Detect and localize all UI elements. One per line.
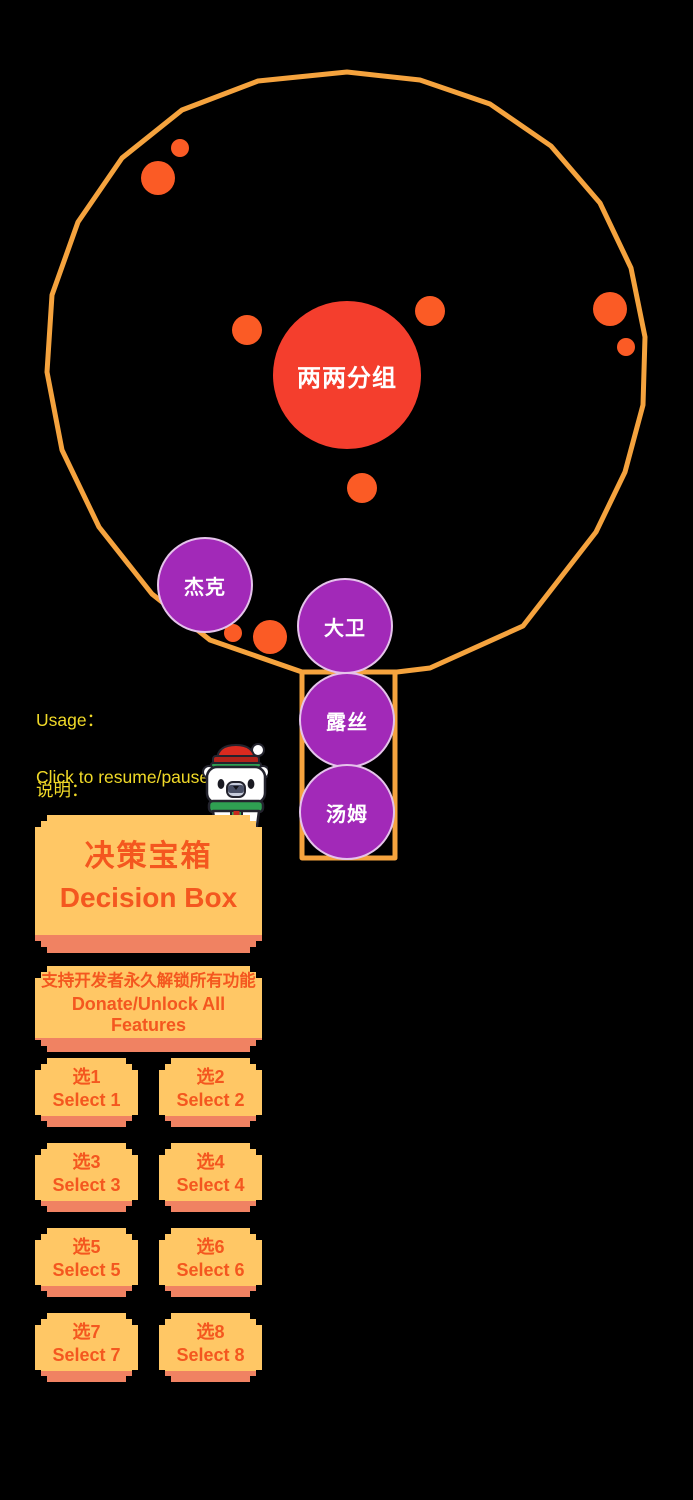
wheel-dot <box>224 624 242 642</box>
select-8-button[interactable]: 选8 Select 8 <box>159 1313 262 1382</box>
decision-box-title-en: Decision Box <box>59 881 238 913</box>
wheel-dot <box>617 338 635 356</box>
donate-label-en: Donate/Unlock All Features <box>71 994 226 1035</box>
select-2-button[interactable]: 选2 Select 2 <box>159 1058 262 1127</box>
member-label: 汤姆 <box>326 803 368 826</box>
select-7-label-en: Select 7 <box>52 1344 121 1365</box>
usage-title: Usage： <box>36 710 105 730</box>
select-2-label-en: Select 2 <box>176 1089 245 1110</box>
select-8-label-zh: 选8 <box>196 1321 225 1342</box>
member-bubble-tom: 汤姆 <box>299 764 395 860</box>
select-5-button[interactable]: 选5 Select 5 <box>35 1228 138 1297</box>
select-3-label-en: Select 3 <box>52 1174 121 1195</box>
wheel-dot <box>253 620 287 654</box>
wheel-center-label: 两两分组 <box>297 364 397 392</box>
select-4-label-zh: 选4 <box>196 1151 225 1172</box>
wheel-dot <box>347 473 377 503</box>
select-4-button[interactable]: 选4 Select 4 <box>159 1143 262 1212</box>
member-label: 露丝 <box>326 711 368 734</box>
wheel-dot <box>141 161 175 195</box>
select-8-label-en: Select 8 <box>176 1344 245 1365</box>
wheel-graphics <box>44 69 648 861</box>
wheel-dot <box>171 139 189 157</box>
select-5-label-en: Select 5 <box>52 1259 121 1280</box>
wheel-dots <box>141 139 635 654</box>
spinner-playfield[interactable]: 两两分组 杰克 大卫 露丝 汤姆 <box>0 0 693 880</box>
wheel-center-bubble: 两两分组 <box>273 301 421 449</box>
decision-box-title-zh: 决策宝箱 <box>84 840 213 874</box>
member-bubble-rose: 露丝 <box>299 672 395 768</box>
select-2-label-zh: 选2 <box>196 1066 225 1087</box>
donate-label-zh: 支持开发者永久解锁所有功能 <box>41 972 256 991</box>
member-label: 大卫 <box>324 617 366 640</box>
select-6-button[interactable]: 选6 Select 6 <box>159 1228 262 1297</box>
member-bubble-david: 大卫 <box>297 578 393 674</box>
select-7-label-zh: 选7 <box>72 1321 101 1342</box>
select-3-label-zh: 选3 <box>72 1151 101 1172</box>
select-6-label-en: Select 6 <box>176 1259 245 1280</box>
wheel-dot <box>415 296 445 326</box>
donate-unlock-button[interactable]: 支持开发者永久解锁所有功能 Donate/Unlock All Features <box>35 966 262 1052</box>
select-6-label-zh: 选6 <box>196 1236 225 1257</box>
wheel-dot <box>232 315 262 345</box>
member-bubble-jack: 杰克 <box>157 537 253 633</box>
member-label: 杰克 <box>184 576 226 599</box>
usage-line: Click to resume/pause <box>36 767 210 787</box>
select-5-label-zh: 选5 <box>72 1236 101 1257</box>
select-1-label-zh: 选1 <box>72 1066 101 1087</box>
wheel-dot <box>593 292 627 326</box>
select-4-label-en: Select 4 <box>176 1174 245 1195</box>
select-1-button[interactable]: 选1 Select 1 <box>35 1058 138 1127</box>
select-3-button[interactable]: 选3 Select 3 <box>35 1143 138 1212</box>
note-title: 说明： <box>36 780 89 800</box>
decision-box-button[interactable]: 决策宝箱 Decision Box <box>35 815 262 953</box>
select-1-label-en: Select 1 <box>52 1089 121 1110</box>
select-7-button[interactable]: 选7 Select 7 <box>35 1313 138 1382</box>
